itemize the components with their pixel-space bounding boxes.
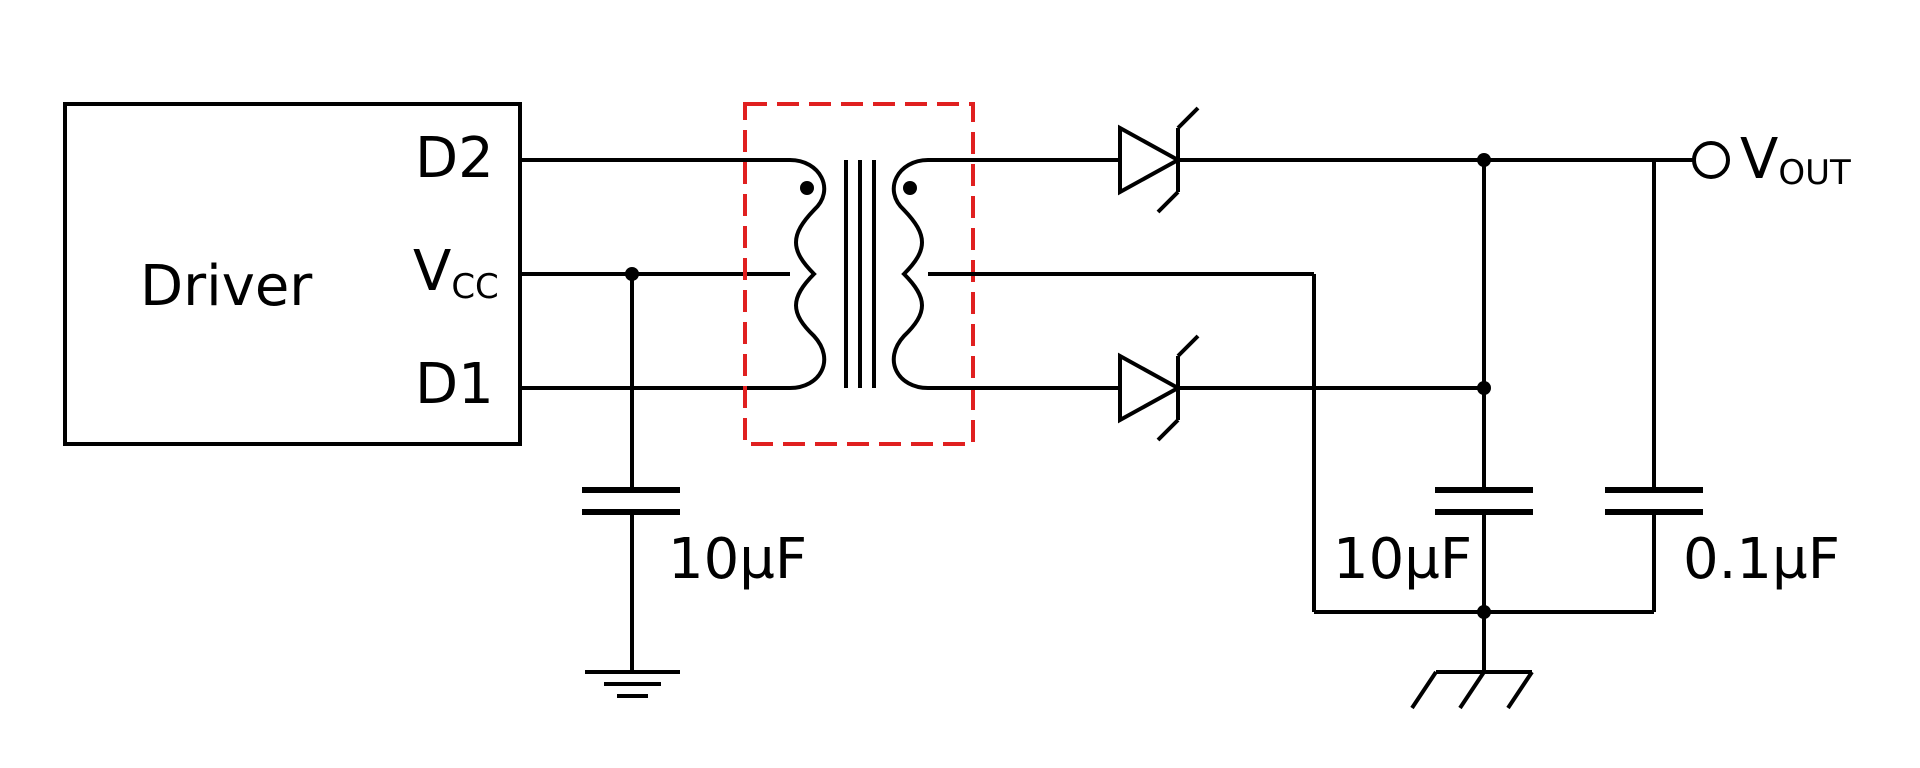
chassis-ground-icon — [1410, 670, 1534, 710]
secondary-winding — [891, 158, 929, 390]
output-label-sub: OUT — [1778, 153, 1851, 193]
primary-dot — [800, 181, 814, 195]
bulk-capacitor: 10µF — [1333, 487, 1533, 672]
pin-label-d2: D2 — [415, 126, 494, 191]
diode-bottom-body — [1118, 352, 1183, 424]
output-label: VOUT — [1740, 127, 1851, 193]
chassis-ground-slash-1 — [1410, 670, 1438, 710]
output-return — [1314, 605, 1654, 619]
junction-return — [1477, 605, 1491, 619]
chassis-ground-slash-2 — [1458, 670, 1486, 710]
diode-top-zener-lower — [1156, 190, 1180, 214]
output-rail — [1178, 153, 1693, 488]
primary-wiring — [520, 158, 790, 488]
bulk-cap-value: 10µF — [1333, 527, 1472, 592]
ground-icon — [585, 670, 680, 698]
pin-label-vcc-sub: CC — [451, 267, 498, 307]
chassis-ground-slash-3 — [1506, 670, 1534, 710]
pin-label-vcc-main: V — [413, 239, 451, 304]
diode-bottom-zener-lower — [1156, 418, 1180, 442]
driver-block: Driver D2 VCC D1 — [63, 102, 522, 446]
primary-winding — [789, 158, 827, 390]
input-capacitor: 10µF — [582, 487, 807, 672]
bypass-capacitor: 0.1µF — [1605, 487, 1840, 612]
bypass-cap-value: 0.1µF — [1683, 527, 1840, 592]
output-terminal-icon — [1692, 141, 1730, 179]
output-terminal: VOUT — [1692, 127, 1851, 193]
diode-bottom-zener-upper — [1176, 334, 1200, 358]
secondary-dot — [903, 181, 917, 195]
diode-top-zener-upper — [1176, 106, 1200, 130]
diode-top-body — [1118, 124, 1183, 196]
driver-label: Driver — [140, 254, 313, 319]
secondary-wiring — [928, 158, 1316, 612]
input-cap-value: 10µF — [668, 527, 807, 592]
pin-label-d1: D1 — [415, 352, 494, 417]
pin-label-vcc: VCC — [413, 239, 499, 307]
output-label-main: V — [1740, 127, 1778, 192]
